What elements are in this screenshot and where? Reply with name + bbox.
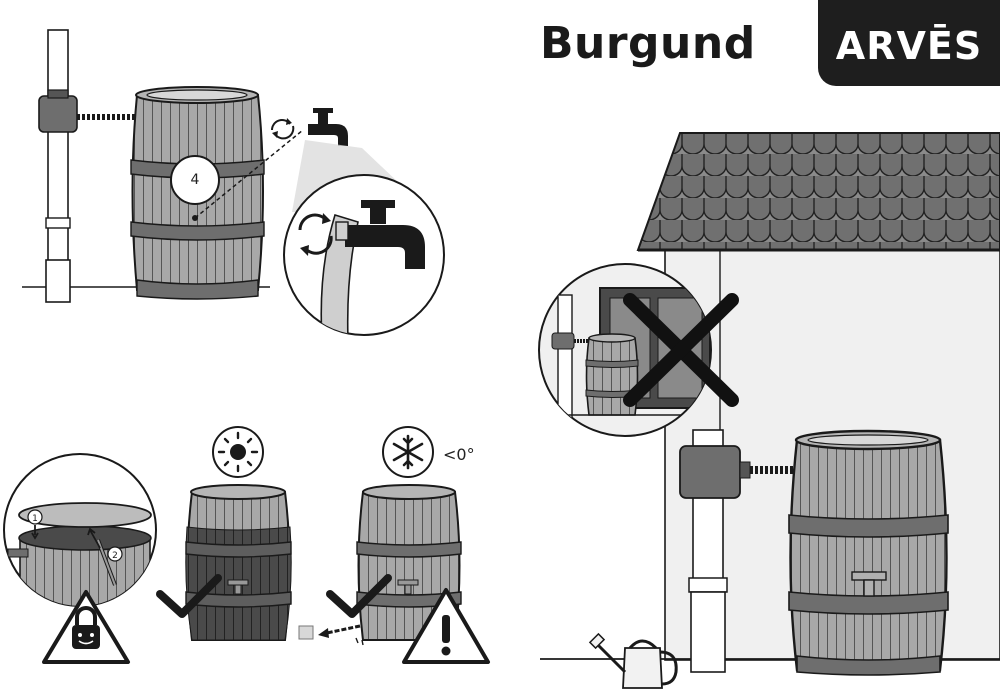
barrel-hoop [788,514,949,538]
step-number: 4 [190,172,200,188]
downpipe [47,29,69,266]
lid-step-2-label: 2 [112,551,118,561]
rain-diverter [679,445,741,499]
exclamation-warning-icon [402,588,490,664]
lid-lock-inset: 1 2 [3,453,157,607]
brand-name: ARVĒS [835,24,983,68]
step-number-badge [170,155,220,205]
rotate-arrows-icon [271,118,295,140]
barrel-hoop [788,591,949,615]
padlock-warning-icon [42,590,130,664]
watering-can-icon [588,632,678,689]
cross-mark-icon [623,293,739,407]
rotate-arrows-icon [298,213,333,256]
install-step-scene [22,29,445,336]
check-mark-icon [326,574,392,618]
brand-logo: ARVĒS [818,0,1000,86]
summer-use-scene [156,426,292,641]
roof [636,132,1000,251]
rain-diverter [38,95,78,133]
rain-barrel [789,438,948,672]
barrel-tap-icon [851,571,887,597]
lid-step-1-label: 1 [32,514,38,524]
snowflake-icon [382,426,434,478]
check-mark-icon [156,574,222,618]
temperature-label: <0° [443,445,475,464]
leader-line [194,129,304,219]
house-scene [540,132,1000,689]
faucet-icon [308,108,348,146]
sun-icon [212,426,264,478]
drain-plug [298,625,314,640]
wrong-placement-inset [538,263,739,437]
product-title: Burgund [540,18,756,69]
barrel-hoop [130,221,265,241]
